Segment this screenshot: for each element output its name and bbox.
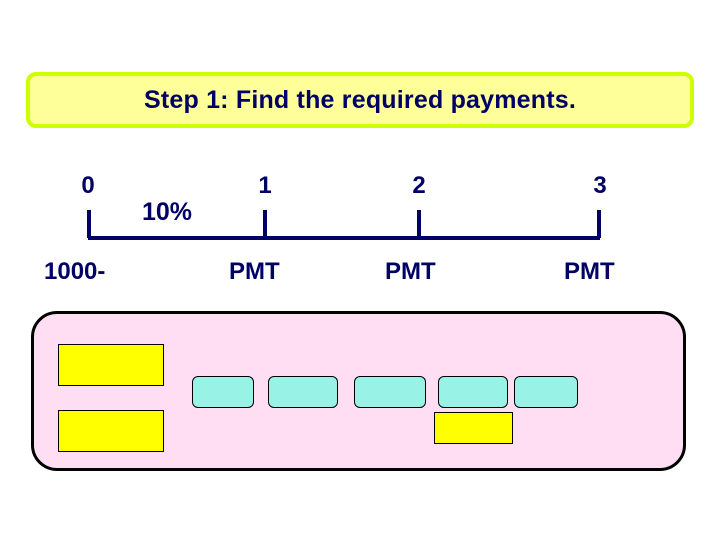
highlight-block-cyan-3 [354, 376, 426, 408]
timeline-axis [87, 210, 601, 240]
cash-flow-label-1: PMT [229, 258, 280, 285]
timeline-diagram: 10% 0 1 2 3 1000- PMT PMT PMT [0, 160, 720, 300]
highlight-block-cyan-5 [514, 376, 578, 408]
cash-flow-label-2: PMT [385, 258, 436, 285]
highlight-block-yellow-3 [434, 412, 513, 444]
cash-flow-label-0: 1000- [44, 258, 106, 285]
highlight-block-yellow-2 [58, 410, 164, 452]
cash-flow-label-3: PMT [564, 258, 615, 285]
highlight-block-cyan-1 [192, 376, 254, 408]
page-title: Step 1: Find the required payments. [143, 85, 577, 114]
period-label-0: 0 [81, 172, 95, 199]
interest-rate-label: 10% [142, 198, 193, 226]
title-banner: Step 1: Find the required payments. [26, 72, 694, 128]
highlight-block-yellow-1 [58, 344, 164, 386]
period-label-2: 2 [412, 172, 426, 199]
work-panel [31, 311, 686, 471]
period-label-1: 1 [258, 172, 272, 199]
highlight-block-cyan-2 [268, 376, 338, 408]
period-label-3: 3 [593, 172, 607, 199]
highlight-block-cyan-4 [438, 376, 508, 408]
